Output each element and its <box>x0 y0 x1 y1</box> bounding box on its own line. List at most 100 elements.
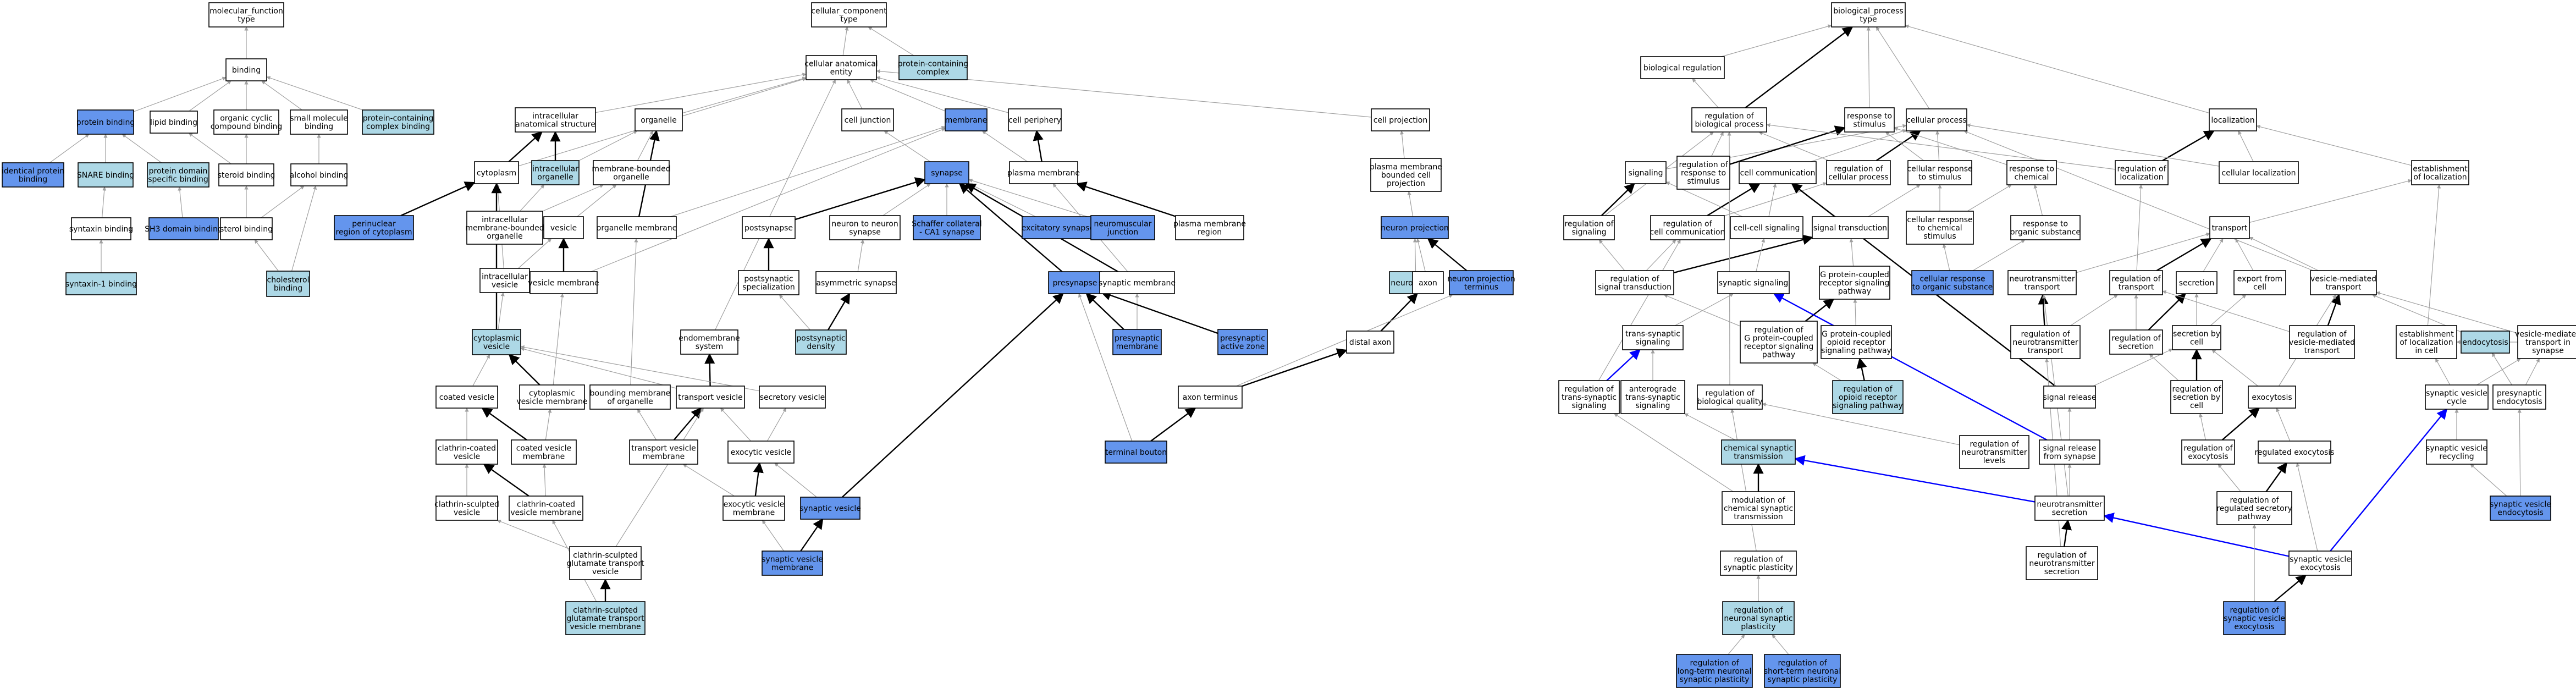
term-node-synsig[interactable]: synaptic signaling <box>1717 271 1790 294</box>
term-node-sh3b[interactable]: SH3 domain binding <box>145 217 223 240</box>
term-node-alcb[interactable]: alcohol binding <box>290 163 349 186</box>
term-node-vesmem[interactable]: vesicle membrane <box>528 271 599 294</box>
term-node-cellloc[interactable]: cellular localization <box>2219 161 2299 184</box>
term-node-transves[interactable]: transport vesicle <box>676 386 745 409</box>
term-node-signaling[interactable]: signaling <box>1625 161 1667 184</box>
term-node-distalaxon[interactable]: distal axon <box>1346 331 1394 354</box>
term-node-protein-binding[interactable]: protein binding <box>76 109 135 135</box>
term-node-excit[interactable]: excitatory synapse <box>1022 216 1094 239</box>
term-node-synapse[interactable]: synapse <box>924 161 969 184</box>
term-node-coatedves[interactable]: coated vesicle <box>435 386 498 409</box>
term-node-axon[interactable]: axon <box>1412 271 1444 294</box>
term-node-neuronproj[interactable]: neuron projection <box>1381 216 1449 239</box>
term-node-sigrel[interactable]: signal release <box>2043 386 2097 409</box>
term-node-axonterm[interactable]: axon terminus <box>1178 386 1243 409</box>
term-node-ccs[interactable]: cell-cell signaling <box>1730 216 1803 239</box>
term-node-secves[interactable]: secretory vesicle <box>759 386 826 409</box>
term-node-synves[interactable]: synaptic vesicle <box>799 497 861 520</box>
term-node-localization[interactable]: localization <box>2209 108 2257 131</box>
term-node-celljunction[interactable]: cell junction <box>841 108 894 131</box>
term-node-sigtrans[interactable]: signal transduction <box>1812 216 1889 239</box>
term-node-lipid-binding[interactable]: lipid binding <box>150 111 198 134</box>
term-node-exocytosis[interactable]: exocytosis <box>2248 386 2296 409</box>
term-node-transport[interactable]: transport <box>2209 216 2250 239</box>
term-node-endocytosis[interactable]: endocytosis <box>2461 331 2510 354</box>
term-node-asymsyn[interactable]: asymmetric synapse <box>815 271 897 294</box>
term-node-organelle[interactable]: organelle <box>635 108 683 131</box>
term-node-snareb[interactable]: SNARE binding <box>77 162 134 188</box>
term-node-schaffer[interactable]: Schaffer collateral- CA1 synapse <box>912 215 982 240</box>
term-node-bioreg[interactable]: biological regulation <box>1640 56 1725 79</box>
term-node-vesicle[interactable]: vesicle <box>543 216 584 239</box>
term-node-pm[interactable]: plasma membrane <box>1007 161 1080 184</box>
term-node-cellprojection[interactable]: cell projection <box>1371 108 1430 131</box>
term-node-membrane[interactable]: membrane <box>945 108 988 131</box>
